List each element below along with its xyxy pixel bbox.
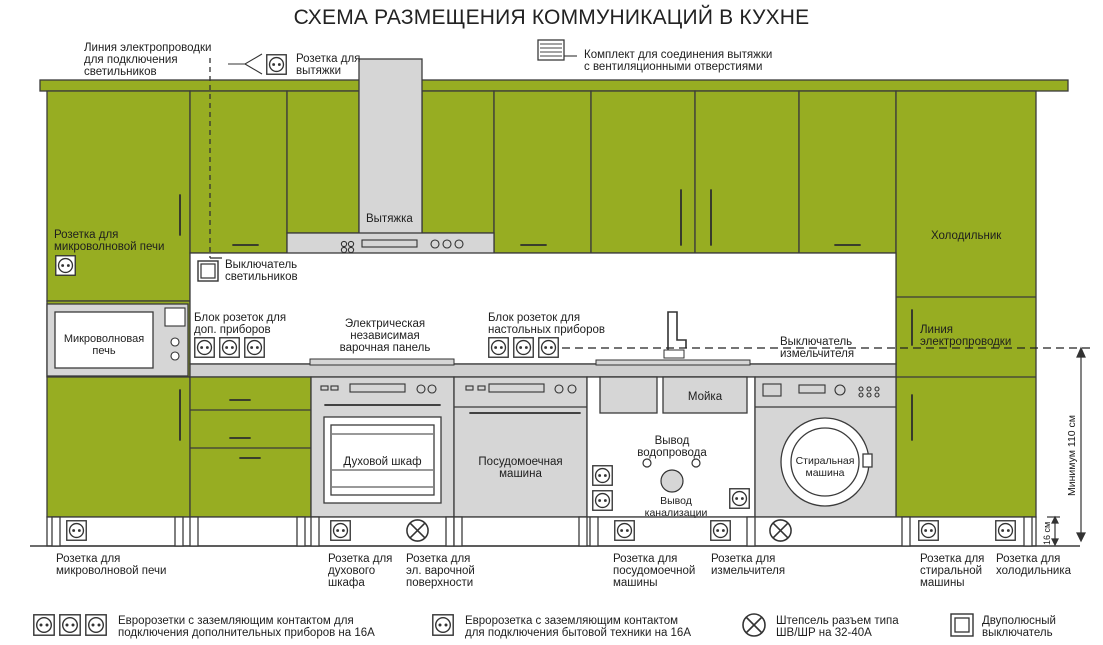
legend-triple-socket-3-icon	[85, 614, 107, 636]
hood-socket-label: Розетка для вытяжки	[296, 53, 361, 77]
legend-plug-icon	[742, 613, 766, 637]
grinder-socket-icon	[710, 520, 731, 541]
dishwasher-socket-icon	[614, 520, 635, 541]
extra-socket-1-icon	[194, 337, 215, 358]
legend-plug-label: Штепсель разъем типа ШВ/ШР на 32-40А	[776, 615, 899, 639]
washer-socket-icon	[918, 520, 939, 541]
sink-socket-3-icon	[729, 488, 750, 509]
sink-socket-2-icon	[592, 490, 613, 511]
table-socket-1-icon	[488, 337, 509, 358]
bottom-label-hob: Розетка для эл. варочной поверхности	[406, 553, 475, 589]
bottom-label-dishwasher: Розетка для посудомоечной машины	[613, 553, 696, 589]
microwave-socket-icon	[66, 520, 87, 541]
wiring-line-label: Линия электропроводки	[920, 324, 1012, 348]
legend-switch-label: Двуполюсный выключатель	[982, 615, 1056, 639]
light-wiring-label: Линия электропроводки для подключения св…	[84, 42, 212, 78]
bottom-label-oven: Розетка для духового шкафа	[328, 553, 393, 589]
hob-plug-icon	[406, 519, 429, 542]
washer-plug-icon	[769, 519, 792, 542]
table-socket-3-icon	[538, 337, 559, 358]
legend-triple-socket-2-icon	[59, 614, 81, 636]
extra-socket-3-icon	[244, 337, 265, 358]
legend-triple-socket-1-icon	[33, 614, 55, 636]
sink-socket-1-icon	[592, 465, 613, 486]
hood-label: Вытяжка	[366, 213, 413, 225]
bottom-label-microwave: Розетка для микроволновой печи	[56, 553, 167, 577]
vent-kit-label: Комплект для соединения вытяжки с вентил…	[584, 49, 773, 73]
bottom-label-grinder: Розетка для измельчителя	[711, 553, 786, 577]
washing-machine-label: Стиральная машина	[795, 455, 855, 479]
fridge-label: Холодильник	[931, 230, 1002, 242]
legend-single-socket-icon	[432, 614, 454, 636]
hob-label: Электрическая независимая варочная панел…	[339, 318, 431, 354]
fridge-socket-icon	[995, 520, 1016, 541]
microwave-label: Микроволновая печь	[63, 333, 145, 357]
sink-label: Мойка	[687, 391, 723, 403]
oven-label: Духовой шкаф	[343, 456, 422, 468]
oven-socket-icon	[330, 520, 351, 541]
bottom-label-washer: Розетка для стиральной машины	[920, 553, 985, 589]
dishwasher-label: Посудомоечная машина	[478, 456, 563, 480]
min-height-label: Минимум 110 см	[1066, 414, 1078, 496]
hood-socket-icon	[266, 54, 287, 75]
extra-socket-2-icon	[219, 337, 240, 358]
bottom-label-fridge: Розетка для холодильника	[996, 553, 1072, 577]
height-16-label: 16 см	[1042, 521, 1052, 545]
extra-sockets-label: Блок розеток для доп. приборов	[194, 312, 287, 336]
water-outlet-label: Вывод водопровода	[637, 435, 707, 459]
microwave-socket-top-icon	[55, 255, 76, 276]
legend-triple-label: Евророзетки с заземляющим контактом для …	[118, 615, 375, 639]
grinder-switch-label: Выключатель измельчителя	[780, 336, 855, 360]
light-switch-label: Выключатель светильников	[225, 259, 298, 283]
drain-outlet-label: Вывод канализации	[644, 495, 708, 519]
legend-single-label: Евророзетка с заземляющим контактом для …	[465, 615, 691, 639]
scheme-title: СХЕМА РАЗМЕЩЕНИЯ КОММУНИКАЦИЙ В КУХНЕ	[293, 6, 810, 29]
table-socket-2-icon	[513, 337, 534, 358]
microwave-socket-top-label: Розетка для микроволновой печи	[54, 229, 165, 253]
table-sockets-label: Блок розеток для настольных приборов	[488, 312, 605, 336]
